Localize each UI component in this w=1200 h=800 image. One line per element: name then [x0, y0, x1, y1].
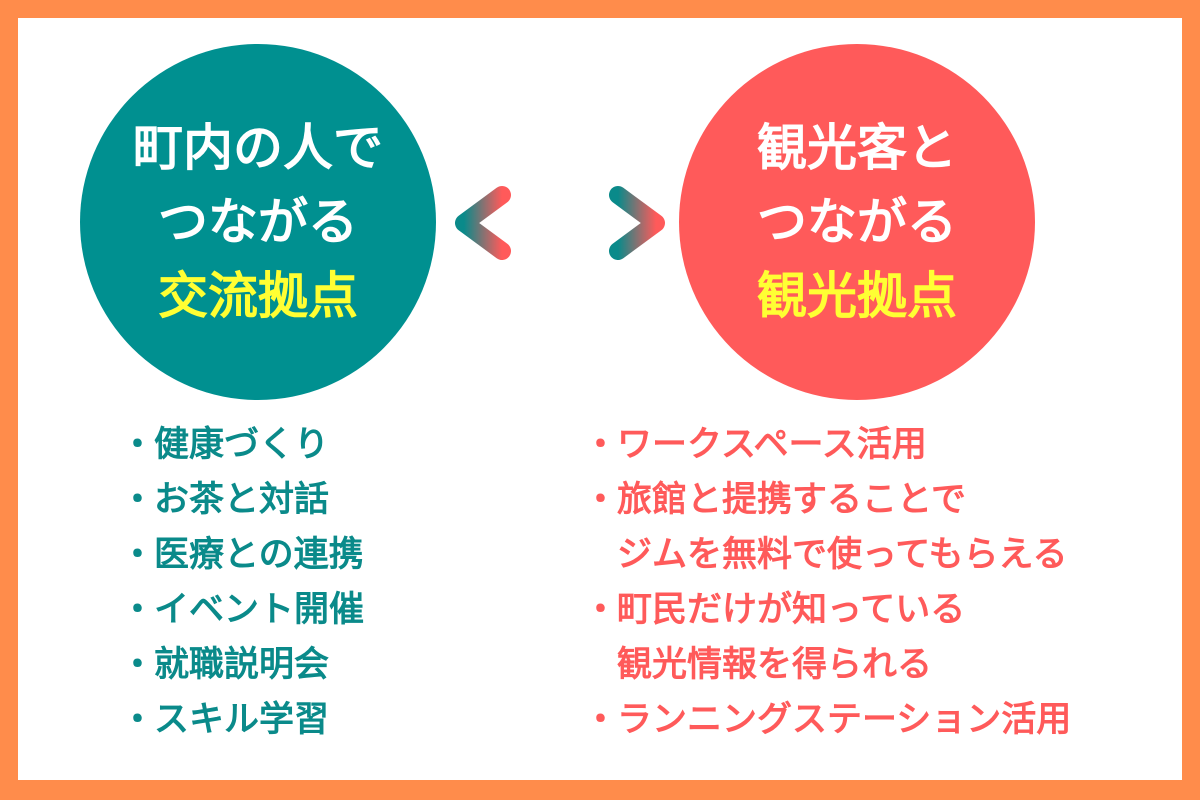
left-circle-highlight: 交流拠点 [158, 267, 358, 325]
right-circle-line1: 観光客と [757, 119, 957, 177]
right-circle-line2: つながる [757, 193, 957, 251]
list-item: お茶と対話 [120, 473, 364, 528]
list-item: 医療との連携 [120, 528, 364, 583]
list-item: 就職説明会 [120, 638, 364, 693]
left-circle-line2: つながる [158, 193, 358, 251]
list-item: ワークスペース活用 [583, 418, 1071, 473]
double-arrow-icon [455, 186, 665, 260]
community-hub-circle: 町内の人で つながる 交流拠点 [80, 44, 436, 400]
list-item: イベント開催 [120, 583, 364, 638]
list-item: ランニングステーション活用 [583, 693, 1071, 748]
list-item: スキル学習 [120, 693, 364, 748]
community-activities-list: 健康づくり お茶と対話 医療との連携 イベント開催 就職説明会 スキル学習 [120, 418, 364, 748]
list-item: 健康づくり [120, 418, 364, 473]
right-circle-highlight: 観光拠点 [757, 267, 957, 325]
tourism-hub-circle: 観光客と つながる 観光拠点 [679, 44, 1035, 400]
left-circle-line1: 町内の人で [133, 119, 383, 177]
